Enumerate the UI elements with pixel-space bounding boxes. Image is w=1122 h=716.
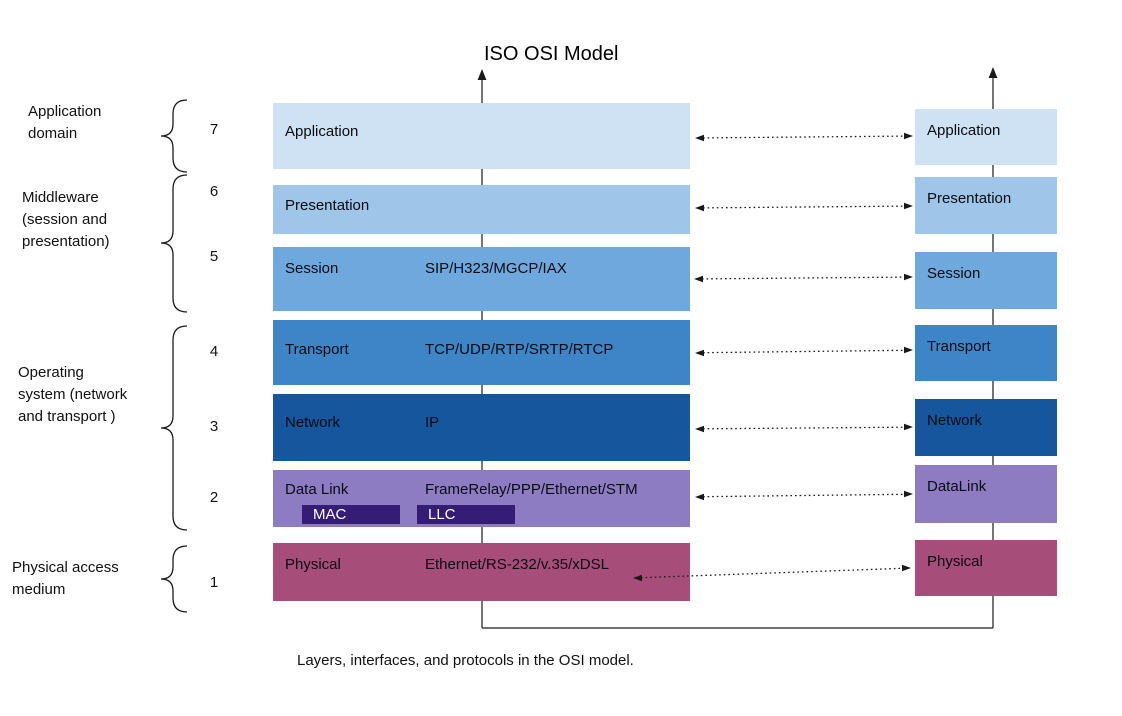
layer-name: Transport: [285, 341, 349, 358]
peer-layer-name: DataLink: [927, 478, 987, 495]
layer-protocols: Ethernet/RS-232/v.35/xDSL: [425, 556, 609, 573]
layer-bar-transport: Transport TCP/UDP/RTP/SRTP/RTCP: [273, 320, 690, 385]
layer-protocols: TCP/UDP/RTP/SRTP/RTCP: [425, 341, 614, 358]
peer-layer-name: Network: [927, 412, 983, 429]
peer-layer-name: Transport: [927, 338, 991, 355]
layer-name: Session: [285, 260, 339, 277]
layer-protocols: FrameRelay/PPP/Ethernet/STM: [425, 481, 638, 498]
layer-number-4: 4: [209, 343, 219, 360]
layer-bar-physical: Physical Ethernet/RS-232/v.35/xDSL: [273, 543, 690, 601]
layer-number-7: 7: [209, 121, 219, 138]
up-arrow-icon: [477, 69, 487, 80]
layer-name: Application: [285, 123, 359, 140]
layer-bar-data-link: Data Link FrameRelay/PPP/Ethernet/STM MA…: [273, 470, 690, 527]
layer-number-6: 6: [209, 183, 219, 200]
dotted-arrow-application: [695, 132, 913, 142]
peer-bar-session: Session: [915, 252, 1057, 309]
layer-name: Data Link: [285, 481, 349, 498]
group-label-application-domain: Application domain: [28, 103, 102, 142]
peer-bar-datalink: DataLink: [915, 465, 1057, 523]
peer-bar-physical: Physical: [915, 540, 1057, 596]
dotted-arrow-data-link: [695, 490, 913, 501]
brace-icon: [160, 99, 188, 173]
layer-number-1: 1: [209, 574, 219, 591]
peer-bar-network: Network: [915, 399, 1057, 456]
dotted-arrow-transport: [695, 346, 913, 357]
layer-number-3: 3: [209, 418, 219, 435]
brace-icon: [160, 545, 188, 613]
layer-bar-application: Application: [273, 103, 690, 169]
layer-protocols: SIP/H323/MGCP/IAX: [425, 260, 567, 277]
peer-layer-name: Presentation: [927, 190, 1012, 207]
layer-bar-presentation: Presentation: [273, 185, 690, 234]
caption: Layers, interfaces, and protocols in the…: [297, 652, 634, 669]
group-label-middleware: Middleware (session and presentation): [22, 189, 110, 250]
peer-bar-presentation: Presentation: [915, 177, 1057, 234]
layer-protocols: IP: [425, 414, 440, 431]
dotted-arrow-session: [694, 273, 913, 283]
layer-name: Physical: [285, 556, 341, 573]
layer-bar-session: Session SIP/H323/MGCP/IAX: [273, 247, 690, 311]
peer-bar-application: Application: [915, 109, 1057, 165]
layer-name: Presentation: [285, 197, 370, 214]
group-label-physical-access: Physical access medium: [12, 559, 119, 598]
layer-number-2: 2: [209, 489, 219, 506]
mac-sublayer-label: MAC: [313, 506, 347, 523]
layer-bar-network: Network IP: [273, 394, 690, 461]
llc-sublayer-label: LLC: [428, 506, 456, 523]
peer-layer-name: Session: [927, 265, 981, 282]
up-arrow-icon: [988, 67, 998, 78]
diagram-title: ISO OSI Model: [484, 43, 619, 65]
brace-icon: [160, 174, 188, 313]
group-label-operating-system: Operating system (network and transport …: [18, 364, 128, 425]
llc-sublayer-box: LLC: [417, 505, 515, 524]
layer-name: Network: [285, 414, 341, 431]
layer-number-5: 5: [209, 248, 219, 265]
mac-sublayer-box: MAC: [302, 505, 400, 524]
brace-icon: [160, 325, 188, 531]
dotted-arrow-presentation: [695, 202, 913, 212]
peer-bar-transport: Transport: [915, 325, 1057, 381]
dotted-arrow-network: [695, 423, 913, 433]
peer-layer-name: Application: [927, 122, 1001, 139]
peer-layer-name: Physical: [927, 553, 983, 570]
